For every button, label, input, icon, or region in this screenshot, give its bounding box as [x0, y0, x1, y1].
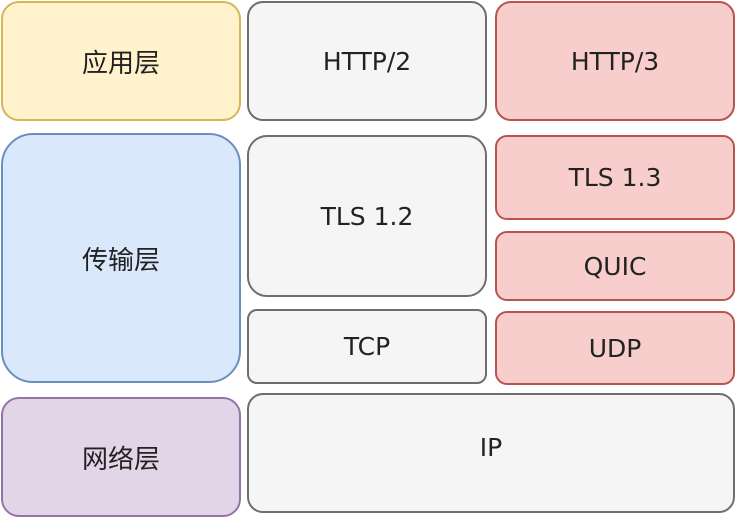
tls12-box: TLS 1.2 [247, 135, 487, 297]
transport-layer-box: 传输层 [1, 133, 241, 383]
tls13-box: TLS 1.3 [495, 135, 735, 220]
tcp-box: TCP [247, 309, 487, 384]
ip-box: IP [247, 393, 735, 513]
network-layer-box: 网络层 [1, 397, 241, 517]
ip-label: IP [479, 432, 503, 462]
application-layer-label: 应用层 [81, 48, 160, 79]
udp-label: UDP [588, 333, 642, 363]
tcp-label: TCP [343, 332, 391, 361]
http2-box: HTTP/2 [247, 1, 487, 121]
quic-label: QUIC [583, 251, 647, 281]
tls13-label: TLS 1.3 [568, 163, 662, 192]
application-layer-box: 应用层 [1, 1, 241, 121]
http3-label: HTTP/3 [570, 46, 660, 76]
quic-box: QUIC [495, 231, 735, 301]
http2-label: HTTP/2 [322, 46, 412, 76]
network-layer-label: 网络层 [81, 444, 160, 475]
http3-box: HTTP/3 [495, 1, 735, 121]
tls12-label: TLS 1.2 [320, 201, 414, 231]
udp-box: UDP [495, 311, 735, 385]
transport-layer-label: 传输层 [81, 245, 160, 276]
